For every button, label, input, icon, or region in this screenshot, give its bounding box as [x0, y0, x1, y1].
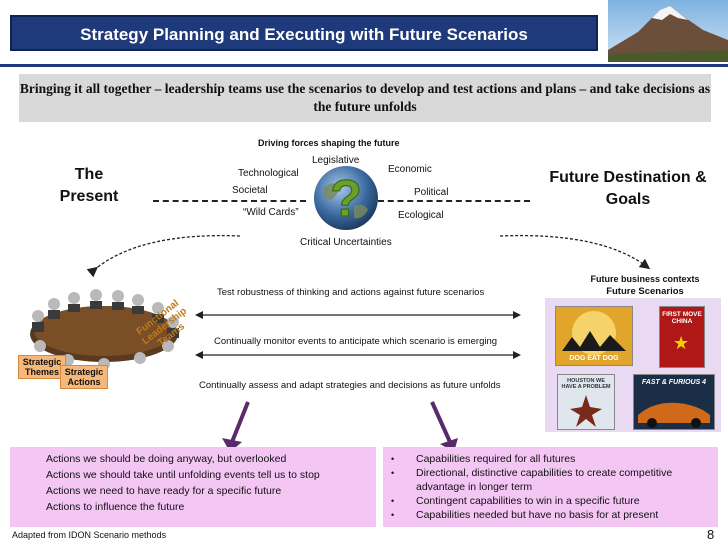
action-item: Actions we need to have ready for a spec…	[46, 485, 282, 497]
force-technological: Technological	[238, 168, 299, 179]
scenario-poster-china: FIRST MOVE CHINA ★	[659, 306, 705, 368]
subtitle: Bringing it all together – leadership te…	[19, 81, 711, 114]
capability-item: •Capabilities needed but have no basis f…	[391, 509, 659, 521]
force-wild-cards: “Wild Cards”	[243, 207, 299, 218]
action-item: Actions to influence the future	[46, 501, 185, 513]
action-item: Actions we should be doing anyway, but o…	[46, 453, 287, 465]
force-economic: Economic	[388, 164, 432, 175]
force-ecological: Ecological	[398, 210, 444, 221]
force-political: Political	[414, 187, 449, 198]
strategic-themes-label: Strategic Themes	[18, 355, 66, 379]
scenario-poster-fast: FAST & FURIOUS 4	[633, 374, 715, 430]
present-label: The Present	[59, 166, 119, 205]
arrow-label-monitor: Continually monitor events to anticipate…	[214, 336, 498, 347]
page-number: 8	[707, 527, 715, 542]
subtitle-box: Bringing it all together – leadership te…	[19, 74, 711, 122]
capability-item: •Capabilities required for all futures	[391, 453, 576, 465]
header-rule	[0, 64, 728, 67]
force-societal: Societal	[232, 185, 268, 196]
capability-item: •Directional, distinctive capabilities t…	[391, 467, 673, 493]
question-mark: ?	[330, 170, 362, 228]
arrow-label-test: Test robustness of thinking and actions …	[217, 287, 485, 298]
dashed-line-right	[378, 200, 530, 202]
mountain-photo	[608, 0, 728, 62]
footer-source: Adapted from IDON Scenario methods	[12, 530, 167, 540]
driving-forces-heading: Driving forces shaping the future	[258, 138, 400, 148]
future-scenarios-label: Future Scenarios	[606, 286, 684, 297]
capabilities-box: •Capabilities required for all futures •…	[383, 447, 718, 527]
capability-item: •Contingent capabilities to win in a spe…	[391, 495, 640, 507]
purple-arrows	[222, 401, 458, 452]
globe-icon: ?	[310, 162, 382, 237]
future-label: Future Destination & Goals	[549, 169, 707, 208]
future-contexts-title: Future business contexts	[590, 274, 700, 284]
critical-uncertainties: Critical Uncertainties	[300, 237, 392, 248]
dashed-line-left	[153, 200, 306, 202]
arrow-label-assess: Continually assess and adapt strategies …	[199, 380, 501, 391]
strategic-actions-label: Strategic Actions	[60, 365, 108, 389]
page-title: Strategy Planning and Executing with Fut…	[80, 25, 528, 44]
action-item: Actions we should take until unfolding e…	[46, 469, 320, 481]
scenario-panel: DOG EAT DOG FIRST MOVE CHINA ★ HOUSTON W…	[545, 298, 721, 432]
actions-box: Actions we should be doing anyway, but o…	[10, 447, 376, 527]
boardroom-illustration	[18, 282, 188, 387]
double-arrow-monitor	[195, 351, 521, 359]
scenario-poster-houston: HOUSTON WE HAVE A PROBLEM	[557, 374, 615, 430]
force-legislative: Legislative	[312, 155, 360, 166]
curved-connector-arrow	[86, 234, 651, 278]
title-bar: Strategy Planning and Executing with Fut…	[10, 15, 598, 51]
scenario-poster-dog: DOG EAT DOG	[555, 306, 633, 366]
double-arrow-test	[195, 311, 521, 319]
